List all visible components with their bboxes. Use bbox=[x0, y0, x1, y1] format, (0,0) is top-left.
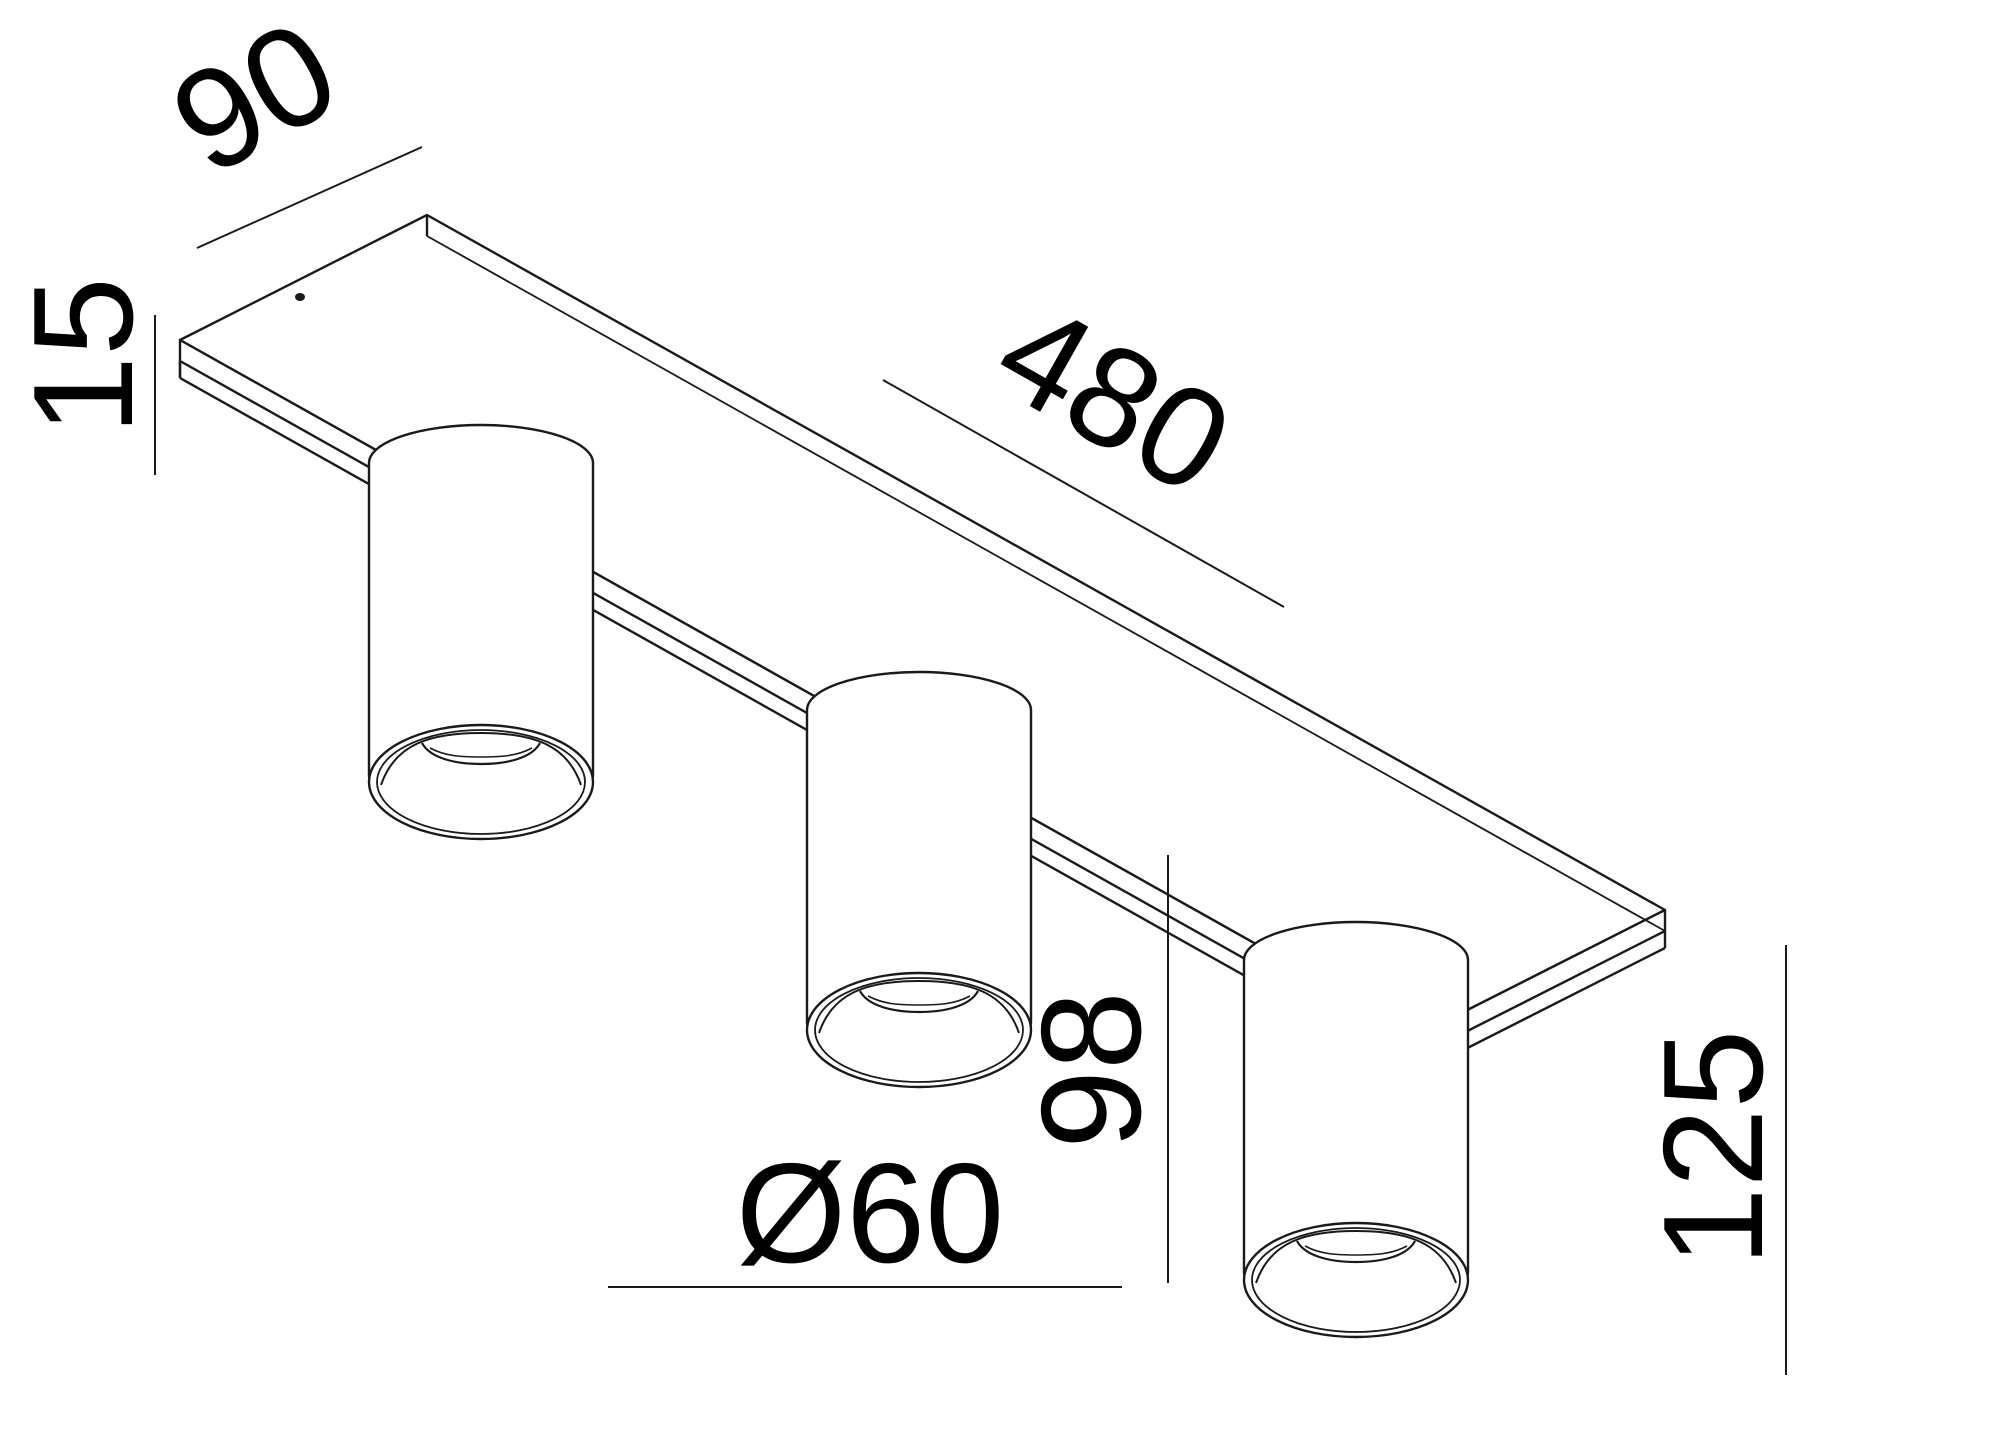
spot-height-label: 98 bbox=[1012, 991, 1171, 1149]
dimension-lines bbox=[154, 146, 1787, 1375]
depth-dimension-line bbox=[196, 146, 423, 249]
length-label: 480 bbox=[972, 270, 1257, 525]
spotlight-1 bbox=[367, 423, 595, 841]
thickness-label: 15 bbox=[4, 277, 163, 435]
screw-hole bbox=[295, 293, 305, 301]
total-height-label: 125 bbox=[1634, 1030, 1793, 1267]
diameter-label: Ø60 bbox=[736, 1134, 1004, 1293]
length-dimension-line bbox=[882, 379, 1285, 608]
spotlight-2 bbox=[805, 670, 1033, 1089]
depth-label: 90 bbox=[147, 0, 362, 205]
spotlight-3 bbox=[1242, 920, 1470, 1339]
